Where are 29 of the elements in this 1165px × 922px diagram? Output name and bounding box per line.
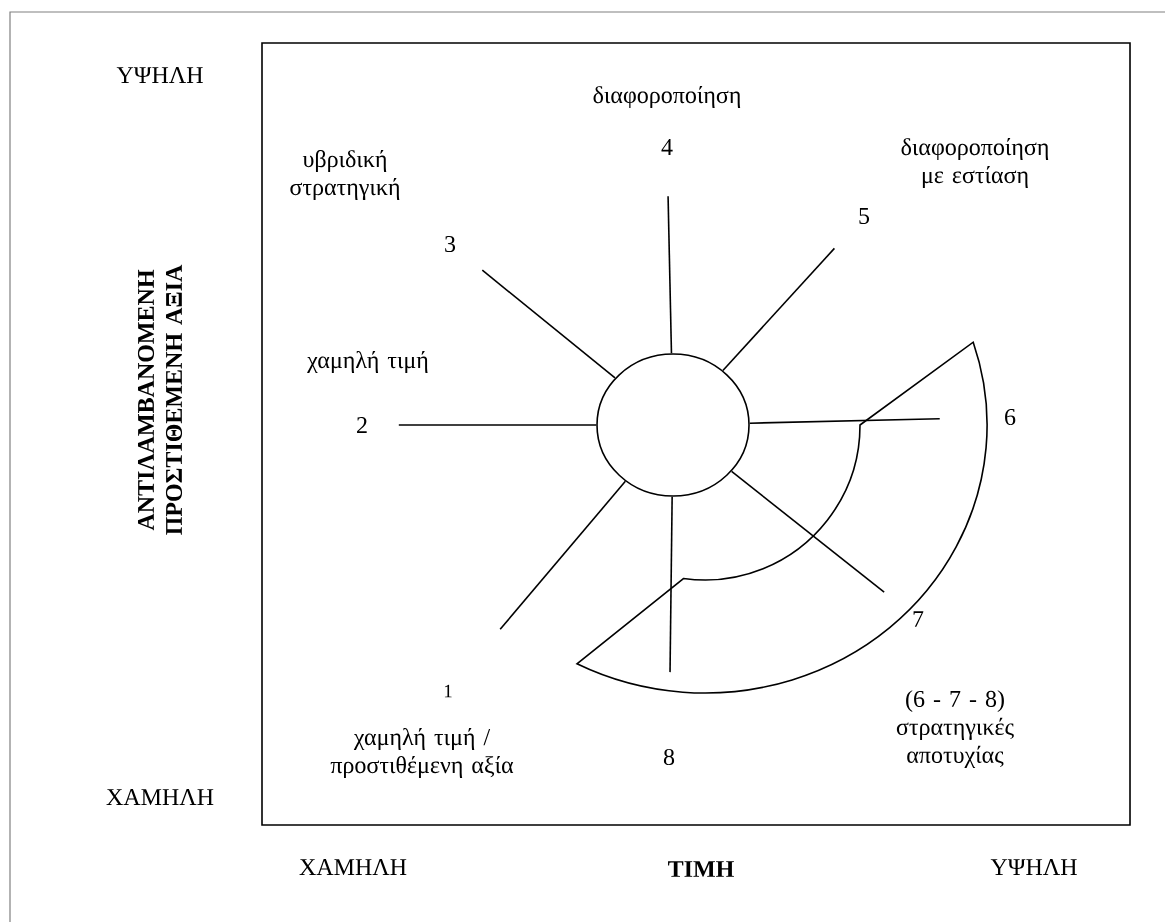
- clock-number: 6: [1005, 408, 1016, 426]
- clock-number: 4: [661, 139, 673, 155]
- spoke-line: [667, 195, 673, 355]
- clock-number: 5: [859, 208, 870, 224]
- strategy-label: χαμηλή τιμή: [307, 351, 428, 374]
- clock-number: 8: [663, 748, 675, 766]
- spoke-line: [499, 480, 627, 631]
- strategy-label: διαφοροποίηση: [593, 86, 741, 108]
- axis-label: ΥΨΗΛΗ: [116, 67, 203, 83]
- zone-label: (6 - 7 - 8) στρατηγικές αποτυχίας: [896, 690, 1014, 768]
- clock-number: 1: [444, 684, 452, 698]
- spoke-line: [749, 417, 941, 424]
- clock-number: 2: [357, 417, 367, 433]
- axis-title: ΑΝΤΙΛΑΜΒΑΝΟΜΕΝΗ ΠΡΟΣΤΙΘΕΜΕΝΗ ΑΞΙΑ: [137, 264, 183, 535]
- axis-label: ΧΑΜΗΛΗ: [106, 789, 214, 805]
- spoke-line: [398, 424, 597, 426]
- strategy-label: διαφοροποίηση με εστίαση: [901, 138, 1049, 189]
- spoke-line: [722, 247, 836, 372]
- spoke-line: [481, 269, 616, 379]
- center-circle: [596, 353, 750, 497]
- clock-number: 3: [445, 235, 456, 253]
- spoke-line: [730, 470, 885, 593]
- strategy-label: χαμηλή τιμή / προστιθέμενη αξία: [330, 728, 514, 779]
- axis-label: ΧΑΜΗΛΗ: [299, 859, 407, 875]
- axis-title: ΤΙΜΗ: [668, 861, 734, 877]
- spoke-line: [669, 496, 673, 673]
- strategy-label: υβριδική στρατηγική: [290, 150, 400, 201]
- clock-number: 7: [913, 611, 924, 627]
- axis-label: ΥΨΗΛΗ: [990, 859, 1077, 875]
